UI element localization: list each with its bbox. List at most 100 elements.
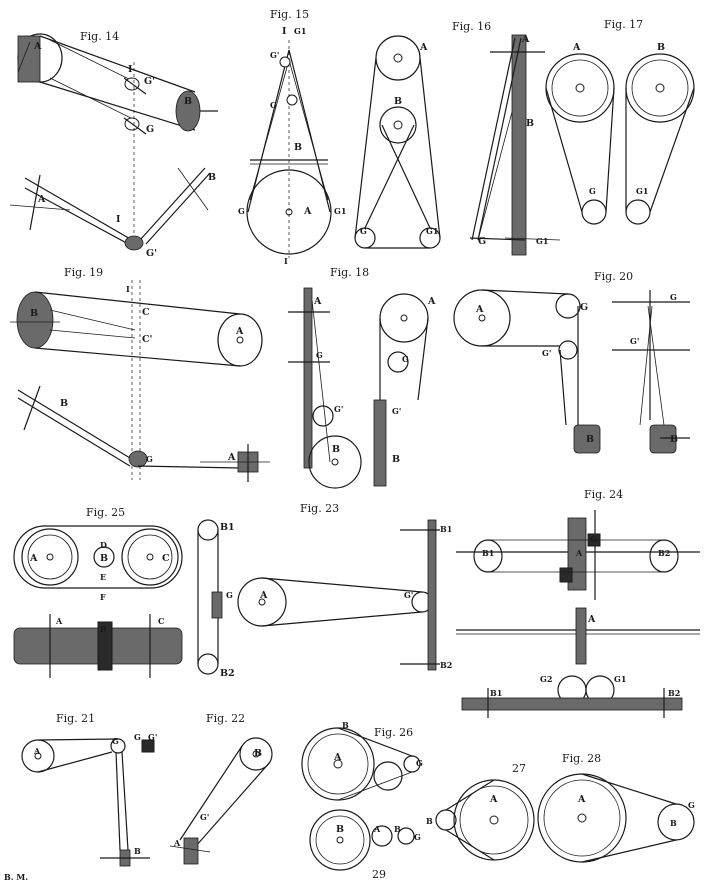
figure-18: Fig. 18 A G G' B A G G' B [288,266,436,489]
fig-27-label-0: B [426,816,433,826]
fig-26-label-3: B [336,824,344,835]
fig-14-label-3: B [184,96,192,107]
fig-14-label-2: G' [144,76,155,87]
fig-18-label-2: G' [334,404,343,414]
fig-15-title: Fig. 15 [270,8,309,21]
figure-17: Fig. 17 A B G G1 [545,18,695,225]
fig-14-label-7: I [116,214,121,225]
pulley-b [308,435,362,489]
fig-15-label-5: G [238,206,245,216]
fig-18-label-7: B [392,454,400,465]
fig-26-label-1: A [333,752,342,763]
fig-26-label-0: B [342,720,349,730]
fig-24-label-0: B1 [482,548,494,558]
fig-28-label-1: B [670,818,677,828]
fig-16-label-7: G1 [536,236,548,246]
fig-19-label-1: I [126,284,130,294]
pulley-g [555,293,581,319]
fig-14-label-5: A [37,194,46,205]
fig-23a-label-6: B2 [440,660,452,670]
fig-14-label-0: A [33,41,42,52]
fig-25-title: Fig. 25 [86,506,125,519]
fig-20-label-4: G [670,292,677,302]
fig-26-label-4: A [373,824,381,834]
fig-24-label-1: G [590,534,597,544]
fig-17-title: Fig. 17 [604,18,643,31]
fig-20-label-6: B [670,434,678,445]
fig-15-label-6: A [303,206,312,217]
fig-14-label-6: B [208,172,216,183]
fig-25-label-3: C [162,553,170,564]
figure-21: Fig. 21 A G G G' B [21,712,157,867]
fig-16-label-4: A [521,34,530,45]
fig-18-label-6: G' [392,406,401,416]
fig-22-label-1: G' [200,812,209,822]
pulley-g-prime [558,340,578,360]
shaft-side-view [511,34,527,256]
footer-left: B. M. [4,872,28,882]
figure-23-middle: Fig. 23 B1 G A G' B1 B2 B2 [197,502,452,679]
fig-15-label-7: G1 [334,206,346,216]
pulley-c [121,528,179,586]
fig-18-label-1: G [316,350,323,360]
fig-16-label-1: B [394,96,402,107]
fig-18-label-5: G [402,354,409,364]
fig-21-label-3: G' [148,732,157,742]
figure-24: Fig. 24 B1 G A B2 A G2 G1 B1 B2 [456,488,700,718]
guide-pulley-g [128,450,148,468]
pulley-b [379,106,417,144]
fig-23a-label-5: B2 [220,668,235,679]
fig-24-label-6: G1 [614,674,626,684]
fig-19-title: Fig. 19 [64,266,103,279]
fig-29-title: 29 [372,868,386,881]
fig-16-label-6: G [478,236,486,247]
fig-25-label-0: A [29,553,38,564]
fig-20-label-2: G' [542,348,551,358]
pulley-b [373,761,403,791]
fig-21-label-0: A [33,746,41,756]
figure-28: Fig. 28 A B G [537,752,695,863]
fig-18-label-4: A [427,296,436,307]
figure-14: Fig. 14 A I G' B G A B I G' [9,30,218,259]
fig-15-label-2: G' [270,50,279,60]
fig-16-label-5: B [526,118,534,129]
fig-23a-label-4: B1 [440,524,452,534]
fig-26-label-6: G [414,832,421,842]
guide-pulley-g-prime [279,56,291,68]
fig-18-label-3: B [332,444,340,455]
fig-22-label-0: B [254,748,262,759]
fig-19-label-5: B [60,398,68,409]
pulley-a-face [17,35,41,83]
fig-25-label-8: C [158,616,164,626]
pulley-b [93,546,115,568]
fig-27-title: 27 [512,762,526,775]
shaft-left [303,287,313,469]
fig-16-label-2: G [360,226,367,236]
fig-19-label-2: C [142,307,150,318]
fig-20-label-0: A [475,304,484,315]
fig-21-title: Fig. 21 [56,712,95,725]
figure-20: Fig. 20 A G G' B G G' B [453,270,690,454]
fig-24-label-5: G2 [540,674,552,684]
fig-16-label-3: G1 [426,226,438,236]
fig-26-label-5: B [394,824,401,834]
fig-24-label-8: B2 [668,688,680,698]
fig-20-title: Fig. 20 [594,270,633,283]
fig-21-label-1: G [112,736,119,746]
pulley-b [16,291,54,349]
guide-pulley-g-prime [124,235,144,251]
fig-20-label-5: G' [630,336,639,346]
fig-23a-label-0: B1 [220,522,235,533]
pulley-g [387,351,409,373]
belt-outline [13,525,183,589]
fig-20-label-3: B [586,434,594,445]
pulley-a [246,169,332,255]
figure-22: Fig. 22 B G' A [169,712,273,865]
fig-25-label-4: E [100,572,106,582]
fig-26-title: Fig. 26 [374,726,413,739]
pulley-b [573,424,601,454]
fig-19-label-3: C' [142,334,152,345]
figure-27: 27 B A [426,762,535,861]
fig-19-label-6: G [146,454,153,464]
